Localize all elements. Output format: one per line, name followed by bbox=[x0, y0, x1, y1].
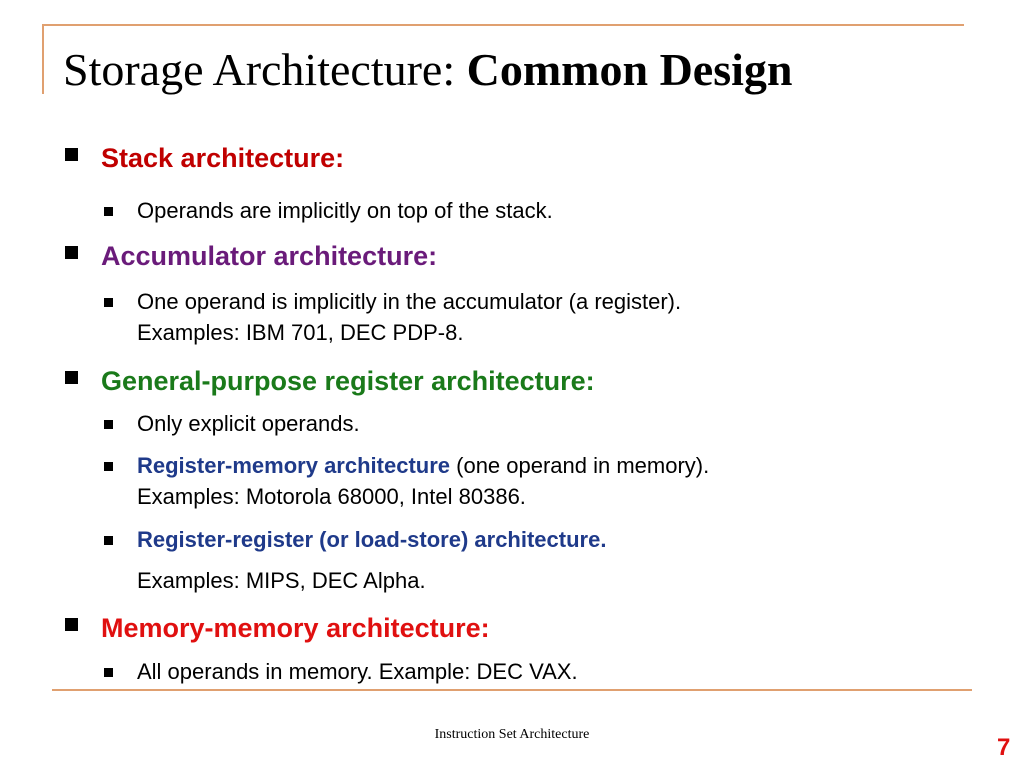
title-bold: Common Design bbox=[466, 44, 793, 95]
bullet-stack: Stack architecture: bbox=[65, 142, 344, 174]
frame-left-line bbox=[42, 24, 44, 94]
square-bullet-icon bbox=[104, 462, 113, 471]
frame-top-line bbox=[42, 24, 964, 26]
frame-bottom-line bbox=[52, 689, 972, 691]
gpr-item-register-memory: Register-memory architecture (one operan… bbox=[104, 452, 709, 480]
page-number: 7 bbox=[997, 734, 1011, 761]
square-bullet-icon bbox=[104, 668, 113, 677]
square-bullet-icon bbox=[65, 618, 78, 631]
stack-item: Operands are implicitly on top of the st… bbox=[104, 197, 553, 225]
square-bullet-icon bbox=[104, 420, 113, 429]
square-bullet-icon bbox=[65, 371, 78, 384]
accumulator-item-examples: Examples: IBM 701, DEC PDP-8. bbox=[137, 320, 464, 345]
square-bullet-icon bbox=[65, 246, 78, 259]
footer-text: Instruction Set Architecture bbox=[434, 727, 590, 742]
gpr-item-register-memory-examples: Examples: Motorola 68000, Intel 80386. bbox=[137, 484, 526, 509]
gpr-item-explicit: Only explicit operands. bbox=[104, 410, 360, 438]
gpr-item-register-register: Register-register (or load-store) archit… bbox=[104, 526, 606, 554]
slide-title: Storage Architecture: Common Design bbox=[63, 42, 792, 98]
square-bullet-icon bbox=[104, 298, 113, 307]
bullet-accumulator: Accumulator architecture: bbox=[65, 240, 437, 272]
square-bullet-icon bbox=[65, 148, 78, 161]
bullet-memory: Memory-memory architecture: bbox=[65, 612, 490, 644]
bullet-gpr: General-purpose register architecture: bbox=[65, 365, 595, 397]
accumulator-item: One operand is implicitly in the accumul… bbox=[104, 288, 681, 316]
title-normal: Storage Architecture: bbox=[63, 44, 467, 95]
square-bullet-icon bbox=[104, 536, 113, 545]
memory-item: All operands in memory. Example: DEC VAX… bbox=[104, 658, 578, 686]
square-bullet-icon bbox=[104, 207, 113, 216]
gpr-item-register-register-examples: Examples: MIPS, DEC Alpha. bbox=[137, 568, 426, 593]
